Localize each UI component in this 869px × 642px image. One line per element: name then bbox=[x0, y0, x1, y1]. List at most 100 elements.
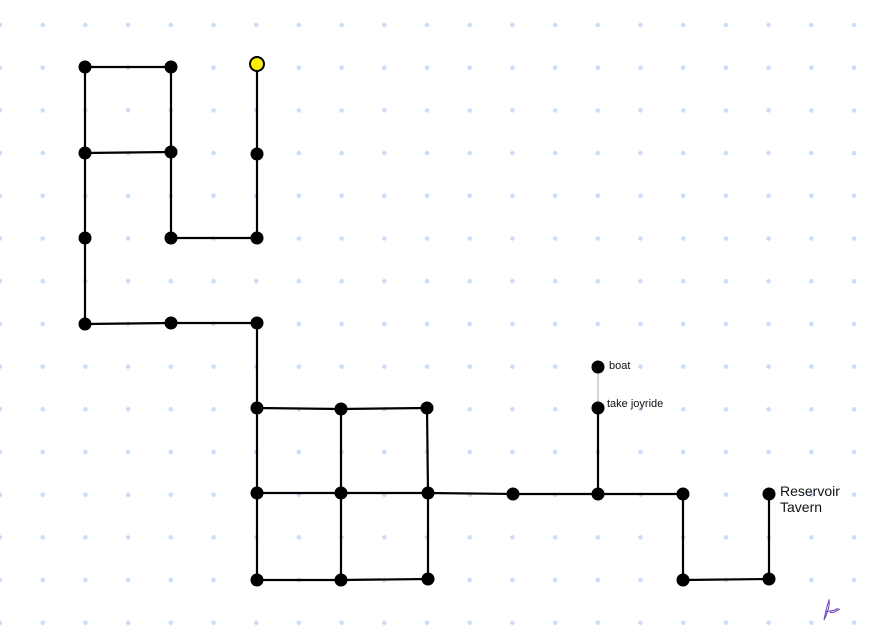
grid-dot bbox=[851, 22, 857, 28]
grid-dot bbox=[851, 108, 857, 113]
grid-dot bbox=[552, 108, 558, 113]
path-node[interactable] bbox=[421, 572, 435, 586]
path-node[interactable] bbox=[421, 486, 435, 500]
grid-dot bbox=[211, 407, 216, 412]
grid-dot bbox=[595, 150, 601, 156]
path-node[interactable] bbox=[250, 486, 264, 500]
path-node[interactable] bbox=[78, 231, 92, 245]
grid-dot bbox=[851, 577, 857, 583]
grid-dot bbox=[296, 193, 302, 199]
path-node[interactable] bbox=[164, 60, 178, 74]
path-node[interactable] bbox=[676, 487, 690, 501]
grid-dot bbox=[0, 535, 3, 540]
grid-dot bbox=[382, 22, 387, 28]
path-node[interactable] bbox=[78, 317, 92, 331]
grid-dot bbox=[552, 321, 558, 327]
path-node[interactable] bbox=[250, 147, 264, 161]
path-node[interactable] bbox=[164, 145, 178, 159]
grid-dot bbox=[467, 193, 473, 199]
grid-dot bbox=[382, 108, 387, 113]
grid-dot bbox=[40, 449, 45, 455]
grid-dot bbox=[40, 278, 45, 284]
grid-dot bbox=[510, 22, 515, 28]
path-node[interactable] bbox=[164, 231, 178, 245]
path-nodes bbox=[78, 56, 776, 587]
grid-dot bbox=[638, 321, 643, 327]
grid-dot bbox=[723, 278, 729, 284]
grid-dot bbox=[168, 492, 174, 498]
grid-dot bbox=[339, 108, 344, 113]
grid-dot bbox=[467, 150, 473, 156]
path-node[interactable] bbox=[334, 573, 348, 587]
path-node[interactable] bbox=[78, 146, 92, 160]
dot-grid bbox=[0, 22, 857, 626]
grid-dot bbox=[552, 193, 558, 199]
path-node[interactable] bbox=[334, 486, 348, 500]
grid-dot bbox=[467, 620, 473, 626]
grid-dot bbox=[467, 364, 473, 369]
grid-dot bbox=[680, 321, 686, 327]
label-take-joyride: take joyride bbox=[607, 398, 664, 410]
grid-dot bbox=[552, 150, 558, 156]
path-node[interactable] bbox=[334, 402, 348, 416]
grid-dot bbox=[510, 278, 515, 284]
path-node[interactable] bbox=[676, 573, 690, 587]
grid-dot bbox=[467, 22, 473, 28]
path-node[interactable] bbox=[250, 231, 264, 245]
grid-dot bbox=[552, 364, 558, 369]
grid-dot bbox=[723, 492, 729, 498]
path-edges bbox=[83, 64, 771, 582]
grid-dot bbox=[0, 620, 3, 626]
grid-dot bbox=[723, 364, 729, 369]
grid-dot bbox=[809, 449, 814, 455]
grid-dot bbox=[595, 236, 601, 241]
path-node[interactable] bbox=[591, 487, 605, 501]
path-node[interactable] bbox=[250, 316, 264, 330]
path-node[interactable] bbox=[506, 487, 520, 501]
grid-dot bbox=[809, 65, 814, 70]
grid-dot bbox=[339, 620, 344, 626]
grid-dot bbox=[766, 108, 771, 113]
node-reservoir-tavern[interactable] bbox=[762, 487, 776, 501]
grid-dot bbox=[467, 449, 473, 455]
grid-dot bbox=[851, 236, 857, 241]
grid-dot bbox=[253, 22, 259, 28]
grid-dot bbox=[766, 22, 771, 28]
grid-dot bbox=[510, 65, 515, 70]
grid-dot bbox=[680, 108, 686, 113]
grid-dot bbox=[851, 65, 857, 70]
grid-dot bbox=[253, 620, 259, 626]
grid-dot bbox=[168, 278, 174, 284]
grid-dot bbox=[296, 278, 302, 284]
path-node[interactable] bbox=[762, 572, 776, 586]
path-edge bbox=[682, 577, 770, 582]
grid-dot bbox=[809, 321, 814, 327]
grid-dot bbox=[382, 620, 387, 626]
grid-dot bbox=[510, 535, 515, 540]
grid-dot bbox=[83, 577, 88, 583]
node-take-joyride[interactable] bbox=[591, 401, 605, 415]
grid-dot bbox=[766, 150, 771, 156]
path-node[interactable] bbox=[420, 401, 434, 415]
grid-dot bbox=[723, 449, 729, 455]
grid-dot bbox=[211, 449, 216, 455]
path-node[interactable] bbox=[164, 316, 178, 330]
grid-dot bbox=[766, 65, 771, 70]
grid-dot bbox=[424, 236, 430, 241]
path-node[interactable] bbox=[250, 573, 264, 587]
grid-dot bbox=[339, 236, 344, 241]
start-node[interactable] bbox=[249, 56, 265, 72]
path-node[interactable] bbox=[78, 60, 92, 74]
path-edge bbox=[84, 321, 172, 326]
grid-dot bbox=[83, 364, 88, 369]
grid-dot bbox=[211, 620, 216, 626]
grid-dot bbox=[211, 150, 216, 156]
grid-dot bbox=[168, 535, 174, 540]
grid-dot bbox=[424, 108, 430, 113]
grid-dot bbox=[40, 108, 45, 113]
grid-dot bbox=[125, 236, 131, 241]
path-node[interactable] bbox=[250, 401, 264, 415]
grid-dot bbox=[125, 577, 131, 583]
node-boat[interactable] bbox=[591, 360, 605, 374]
